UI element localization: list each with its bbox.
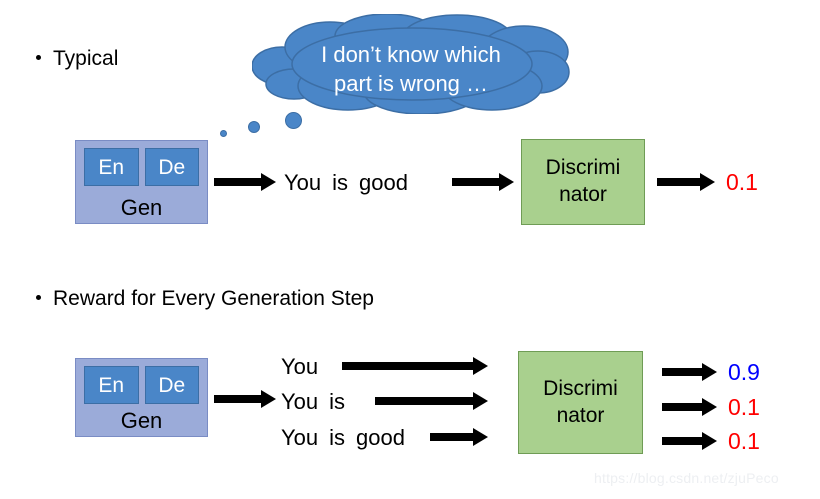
generator-box-reward: En De Gen [75, 358, 208, 437]
sentence-word: is [329, 425, 346, 450]
discriminator-line-2: nator [556, 403, 605, 427]
score-value-typical: 0.1 [726, 169, 758, 195]
sentence-word: is [332, 170, 349, 195]
generator-subblocks: En De [84, 148, 199, 186]
generator-encoder-block: En [84, 366, 139, 404]
generator-subblocks: En De [84, 366, 199, 404]
discriminator-line-1: Discrimi [545, 156, 621, 180]
sentence-word: is [329, 389, 346, 414]
generator-decoder-block: De [144, 148, 199, 186]
sentence-word: You [281, 354, 319, 379]
sentence-word: good [356, 425, 405, 450]
bullet-dot-icon [36, 295, 41, 300]
generator-encoder-block: En [84, 148, 139, 186]
bullet-label: Typical [53, 47, 119, 70]
sentence-word: You [281, 389, 319, 414]
discriminator-line-2: nator [559, 183, 607, 206]
watermark-text: https://blog.csdn.net/zjuPeco [594, 470, 779, 486]
sentence-row-1: You [281, 356, 318, 378]
discriminator-box-reward: Discrimi nator [518, 351, 643, 454]
bullet-dot-icon [36, 55, 41, 60]
thought-cloud-shape [252, 14, 570, 114]
discriminator-box-typical: Discrimi nator [521, 139, 645, 225]
generator-box-typical: En De Gen [75, 140, 208, 224]
generator-label: Gen [120, 408, 163, 433]
thought-cloud: I don’t know which part is wrong … [252, 14, 570, 114]
discriminator-line-1: Discrimi [543, 376, 618, 400]
score-value-3: 0.1 [728, 428, 760, 454]
thought-dot-medium-icon [248, 121, 260, 133]
thought-dot-small-icon [220, 130, 227, 137]
bullet-label: Reward for Every Generation Step [53, 287, 374, 310]
score-value-1: 0.9 [728, 359, 760, 385]
score-value-2: 0.1 [728, 394, 760, 420]
thought-dot-large-icon [285, 112, 302, 129]
sentence-word: You [281, 425, 319, 450]
generator-decoder-block: De [144, 366, 199, 404]
sentence-word: good [359, 170, 408, 195]
bullet-typical: Typical [36, 48, 118, 69]
sentence-word: You [284, 170, 322, 195]
bullet-reward-every-step: Reward for Every Generation Step [36, 288, 374, 309]
generator-label: Gen [120, 195, 163, 220]
